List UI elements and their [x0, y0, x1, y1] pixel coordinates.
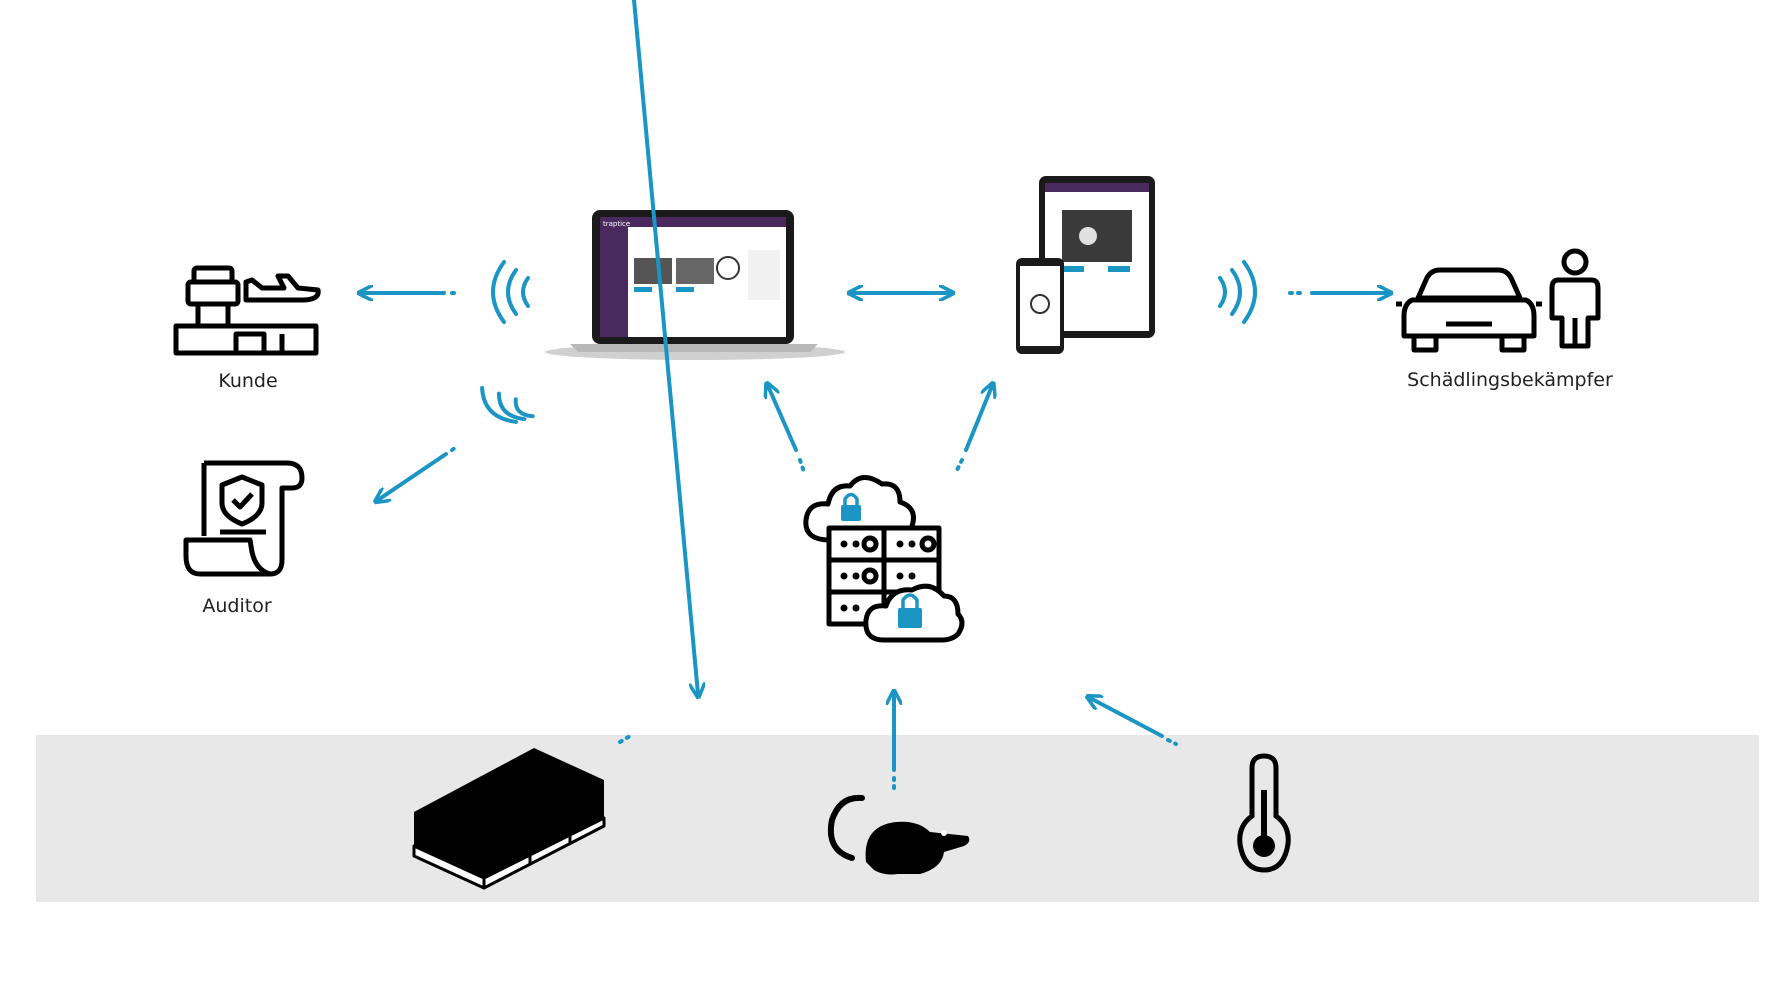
technician-icon	[1549, 248, 1601, 349]
airport-icon	[173, 265, 321, 356]
arrow-to-auditor	[378, 452, 448, 500]
app-brand-label: traptice	[603, 220, 630, 228]
laptop-dashboard-icon: traptice	[545, 210, 845, 360]
thermometer-icon	[1237, 753, 1291, 873]
wireless-signal-icon	[480, 260, 1257, 424]
label-pest-controller: Schädlingsbekämpfer	[1407, 369, 1613, 391]
sensor-panel	[36, 735, 1759, 902]
arrow-trap-to-cloud	[632, 0, 698, 694]
connection-arrows	[362, 0, 1388, 792]
audit-document-icon	[183, 460, 305, 577]
arrow-cloud-to-laptop	[768, 386, 798, 452]
trap-box-icon	[412, 748, 606, 890]
arrow-cloud-to-tablet	[964, 386, 992, 452]
label-kunde: Kunde	[218, 370, 278, 392]
arrow-thermo-to-cloud	[1090, 698, 1164, 738]
label-auditor: Auditor	[202, 595, 272, 617]
car-icon	[1396, 267, 1542, 353]
cloud-server-icon	[803, 475, 965, 643]
tablet-phone-icon	[1016, 176, 1155, 354]
rodent-icon	[828, 794, 970, 875]
